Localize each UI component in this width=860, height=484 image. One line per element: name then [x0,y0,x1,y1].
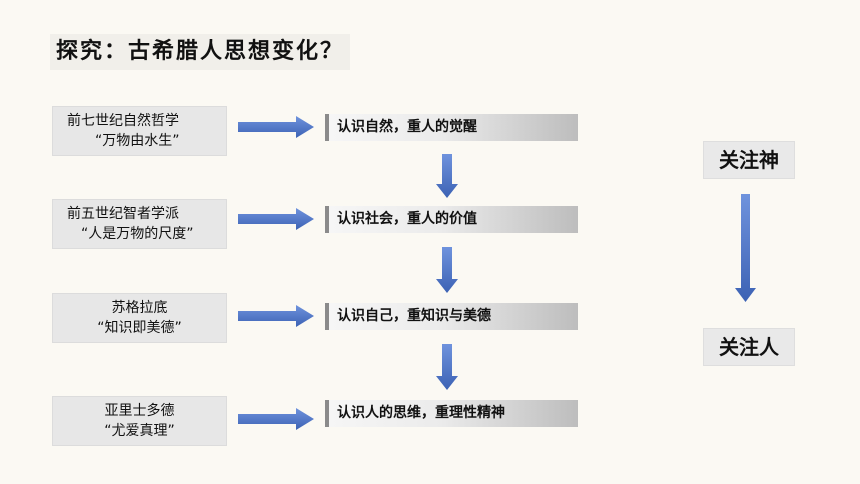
source-quote: “人是万物的尺度” [81,226,194,242]
source-label: 前七世纪自然哲学 [67,113,179,129]
right-arrow-2 [238,208,314,230]
idea-box-3: 认识自己，重知识与美德 [325,303,578,330]
source-box-1: 前七世纪自然哲学 “万物由水生” [52,106,227,156]
focus-shift-arrow [735,194,756,302]
idea-box-1: 认识自然，重人的觉醒 [325,114,578,141]
source-box-2: 前五世纪智者学派 “人是万物的尺度” [52,199,227,249]
right-arrow-3 [238,305,314,327]
source-box-3: 苏格拉底 “知识即美德” [52,293,227,343]
page-title: 探究：古希腊人思想变化？ [50,34,351,70]
source-box-4: 亚里士多德 “尤爱真理” [52,396,227,446]
right-arrow-4 [238,408,314,430]
idea-box-2: 认识社会，重人的价值 [325,206,578,233]
source-quote: “尤爱真理” [104,423,175,439]
source-quote: “知识即美德” [97,320,182,336]
source-label: 苏格拉底 [111,300,168,316]
down-arrow-1 [436,154,458,198]
source-label: 亚里士多德 [104,403,175,419]
down-arrow-3 [436,344,458,390]
down-arrow-2 [436,247,458,293]
source-label: 前五世纪智者学派 [67,206,179,222]
focus-gods-box: 关注神 [703,141,795,179]
source-quote: “万物由水生” [95,133,180,149]
focus-humans-box: 关注人 [703,328,795,366]
right-arrow-1 [238,116,314,138]
idea-box-4: 认识人的思维，重理性精神 [325,400,578,427]
